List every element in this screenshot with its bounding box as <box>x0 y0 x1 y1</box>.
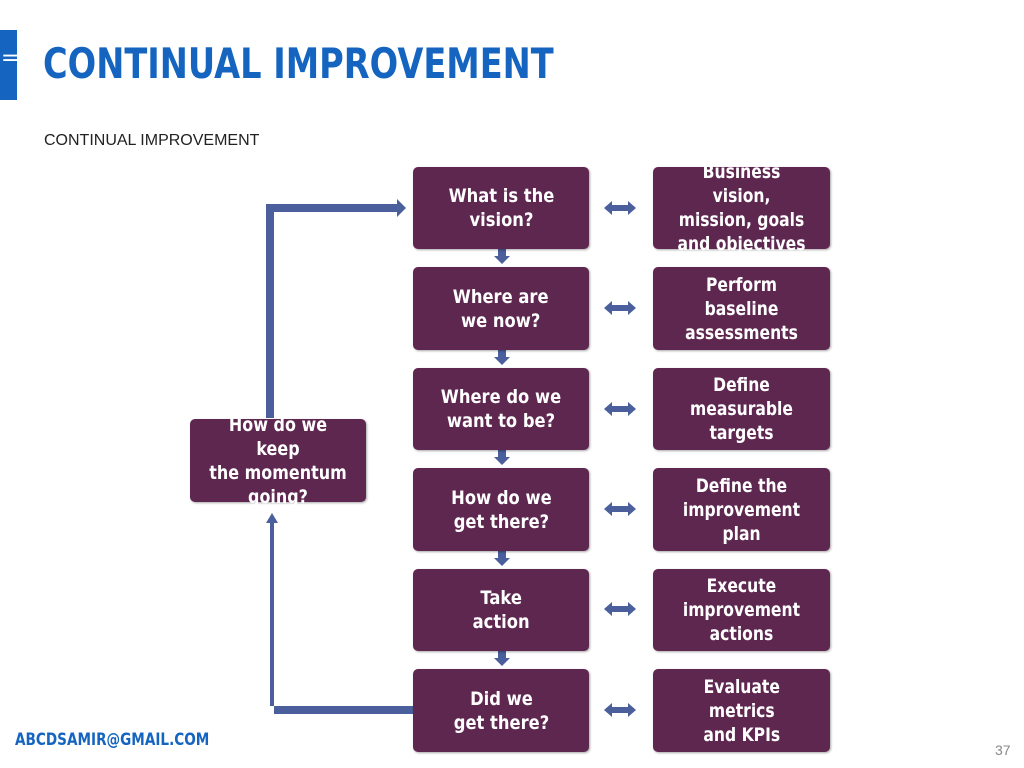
answer-label: Execute improvement actions <box>682 575 801 645</box>
question-box: Did we get there? <box>413 669 589 752</box>
down-arrow-icon <box>494 450 510 465</box>
answer-box: Evaluate metrics and KPIs <box>653 669 830 752</box>
question-label: What is the vision? <box>448 185 554 231</box>
question-label: Where do we want to be? <box>440 386 562 432</box>
menu-icon: = <box>1 46 20 71</box>
question-label: How do we get there? <box>450 486 552 533</box>
slide-subtitle: CONTINUAL IMPROVEMENT <box>44 132 260 149</box>
question-box: How do we get there? <box>413 468 589 551</box>
down-arrow-icon <box>494 249 510 264</box>
answer-box: Define the improvement plan <box>653 468 830 551</box>
double-headed-arrow-icon <box>604 602 636 616</box>
answer-box: Define measurable targets <box>653 368 830 450</box>
answer-label: Evaluate metrics and KPIs <box>703 675 780 746</box>
answer-label: Define measurable targets <box>690 374 793 444</box>
answer-box: Business vision, mission, goals and obje… <box>653 161 830 255</box>
double-headed-arrow-icon <box>604 502 636 516</box>
answer-box: Execute improvement actions <box>653 569 830 651</box>
down-arrow-icon <box>494 651 510 666</box>
question-box: Take action <box>413 569 589 651</box>
footer-email: ABCDSAMIR@GMAIL.COM <box>15 730 210 750</box>
double-headed-arrow-icon <box>604 703 636 717</box>
answer-box: Perform baseline assessments <box>653 267 830 350</box>
double-headed-arrow-icon <box>604 301 636 315</box>
accent-tab[interactable]: = <box>0 30 20 100</box>
down-arrow-icon <box>494 350 510 365</box>
question-label: Take action <box>472 587 530 633</box>
question-label: Did we get there? <box>453 687 549 734</box>
answer-label: Business vision, mission, goals and obje… <box>677 161 806 255</box>
question-box: Where do we want to be? <box>413 368 589 450</box>
slide-title: CONTINUAL IMPROVEMENT <box>43 39 554 88</box>
question-box: What is the vision? <box>413 167 589 249</box>
double-headed-arrow-icon <box>604 402 636 416</box>
loop-forward-arrow <box>266 199 406 418</box>
loop-return-arrow <box>266 513 413 714</box>
question-box: Where are we now? <box>413 267 589 350</box>
feedback-label: How do we keep the momentum going? <box>209 413 347 508</box>
feedback-box: How do we keep the momentum going? <box>190 414 366 508</box>
answer-label: Define the improvement plan <box>682 474 801 545</box>
question-label: Where are we now? <box>453 285 549 332</box>
double-headed-arrow-icon <box>604 201 636 215</box>
answer-label: Perform baseline assessments <box>685 273 798 344</box>
page-number: 37 <box>995 742 1011 758</box>
down-arrow-icon <box>494 551 510 566</box>
